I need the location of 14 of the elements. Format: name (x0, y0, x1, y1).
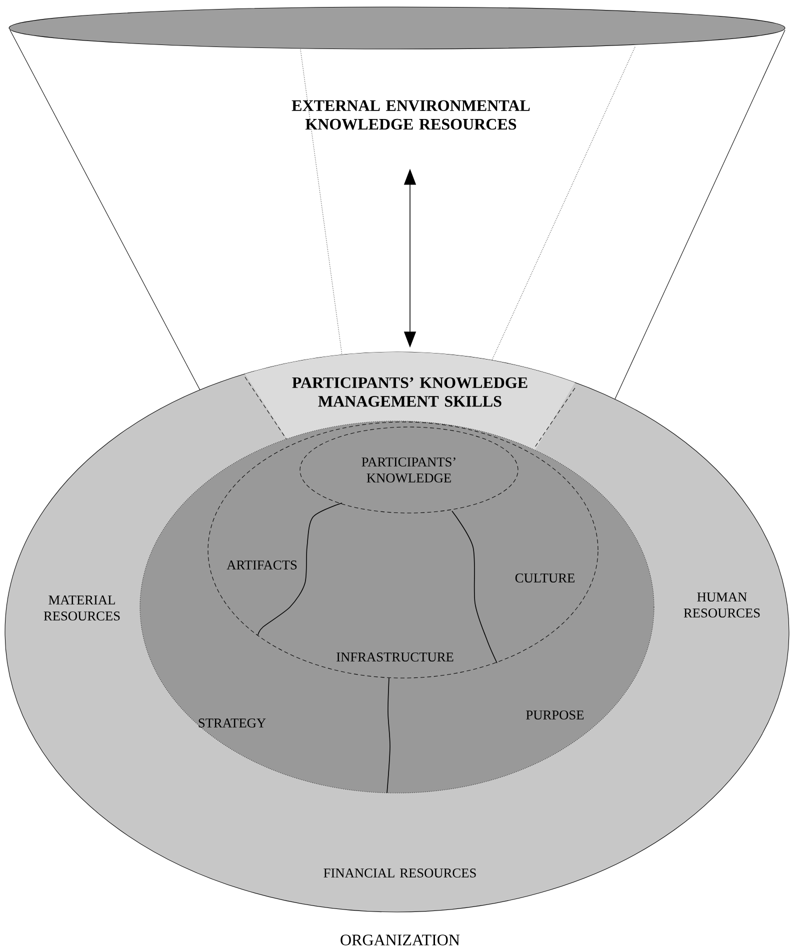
region-label: MATERIAL RESOURCES (44, 596, 120, 620)
region-label: CULTURE (515, 574, 574, 582)
region-label: EXTERNAL ENVIRONMENTAL KNOWLEDGE RESOURCES (292, 100, 530, 130)
region-label: FINANCIAL RESOURCES (324, 868, 476, 878)
region-label: PARTICIPANTS’ KNOWLEDGE MANAGEMENT SKILLS (292, 377, 528, 407)
region-label: PURPOSE (526, 710, 584, 720)
band-region (244, 352, 576, 450)
region-label: HUMAN RESOURCES (684, 592, 760, 618)
region-label: STRATEGY (198, 718, 266, 728)
region-label: PARTICIPANTS’ KNOWLEDGE (362, 457, 456, 483)
region-label: INFRASTRUCTURE (336, 652, 454, 662)
caption-label: ORGANIZATION (340, 934, 460, 946)
core-ellipse (300, 426, 518, 514)
region-label: ARTIFACTS (226, 560, 297, 570)
